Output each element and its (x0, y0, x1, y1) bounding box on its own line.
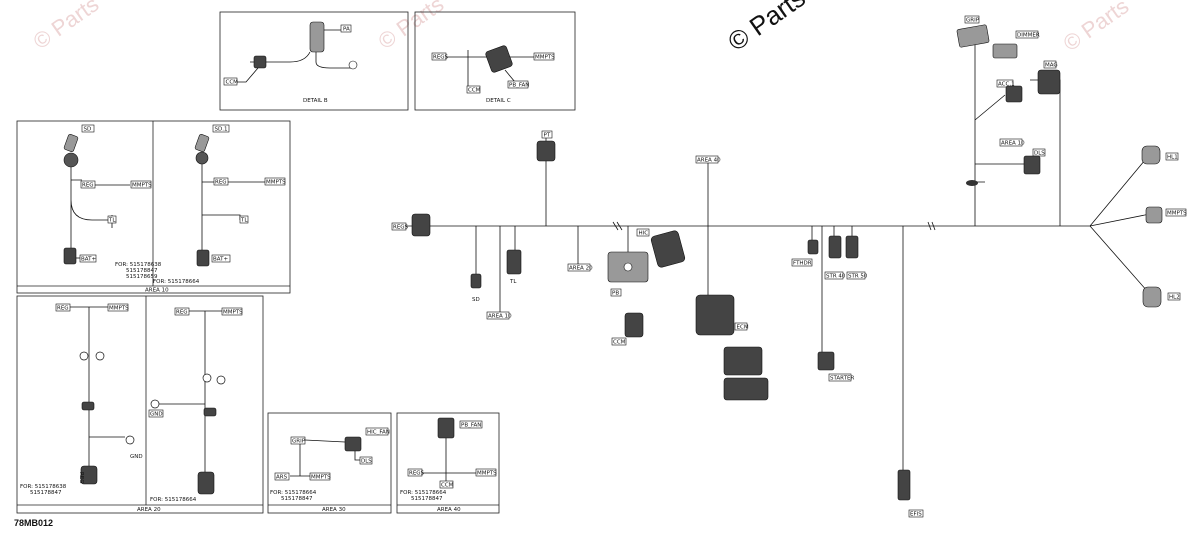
label-dimmer: DIMMER (1017, 33, 1040, 39)
label-regs-c: REGS (433, 55, 449, 61)
area-30-title: AREA 30 (322, 507, 346, 513)
label-pa: PA (343, 27, 350, 33)
label-str40: STR 40 (826, 274, 846, 280)
label-efis: EFIS (910, 512, 922, 518)
pb-fan-connector-icon (485, 45, 513, 73)
area-40-title: AREA 40 (437, 507, 461, 513)
pa-connector-icon (309, 21, 325, 53)
label-area40-main: AREA 40 (697, 158, 721, 164)
label-ccm-a40: CCM (441, 483, 454, 489)
label-grip: GRIP (966, 18, 980, 24)
label-hl1: HL1 (1167, 155, 1178, 161)
label-mag: MAG (1045, 63, 1058, 69)
label-reg-a10l: REG (82, 183, 94, 189)
main-harness: REGS SD AREA 10 TL PT AREA 20 PB CCM H (391, 15, 1187, 518)
label-area10-main: AREA 10 (488, 314, 512, 320)
label-area20-main: AREA 20 (569, 266, 593, 272)
label-mmpts-a10l: MMPTS (132, 183, 152, 189)
label-bat-a10l: BAT+ (81, 257, 96, 263)
faded-watermark-1: © Parts (29, 0, 104, 54)
label-sd1: SD.1 (215, 127, 228, 133)
label-starter: STARTER (830, 376, 854, 382)
label-ccm-main: CCM (613, 340, 626, 346)
label-dls-a30: DLS (361, 459, 372, 465)
label-gnd-a20r: GND (150, 412, 163, 418)
note-a20-left: FOR: 515178638 (20, 484, 67, 490)
diagram-code: 78MB012 (14, 518, 54, 528)
label-tl-a10r: TL (240, 218, 248, 224)
note-a40-2: 515178847 (411, 496, 443, 502)
label-hl2: HL2 (1169, 295, 1180, 301)
note-a10-left-2: 515178847 (126, 268, 158, 274)
label-reg-a20l: REG (57, 306, 69, 312)
label-hic-fan: HIC_FAN (367, 430, 390, 436)
faded-watermark-3: © Parts (1059, 0, 1134, 56)
note-a30-2: 515178847 (281, 496, 313, 502)
label-str50: STR 50 (848, 274, 868, 280)
label-fthdr: FTHDR (793, 261, 812, 267)
label-mmpts-a30: MMPTS (311, 475, 331, 481)
label-pb-fan-c: PB_FAN (509, 83, 529, 89)
label-reg-a20r: REG (176, 310, 188, 316)
area-20-panel: REG MMPTS GND REG FOR: 515178638 5151788… (16, 295, 264, 514)
label-mmpts-c: MMPTS (535, 55, 555, 61)
label-mmpts-a20r: MMPTS (223, 310, 243, 316)
label-acc1: ACC.1 (998, 82, 1015, 88)
area-30-panel: GRIP HIC_FAN DLS ARS MMPTS FOR: 51517866… (267, 412, 392, 514)
detail-b-title: DETAIL B (303, 98, 328, 104)
label-sd: SD (84, 127, 92, 133)
label-sd-main: SD (472, 297, 480, 303)
label-regs-main: REGS (393, 225, 409, 231)
area-40-panel: PB_FAN REGS MMPTS CCM FOR: 515178664 515… (396, 412, 500, 514)
label-mmpts-a10r: MMPTS (266, 180, 286, 186)
label-pt: PT (544, 133, 551, 139)
detail-c-title: DETAIL C (486, 98, 511, 104)
label-reg-a10r: REG (215, 180, 227, 186)
note-a30: FOR: 515178664 (270, 490, 317, 496)
area-20-title: AREA 20 (137, 507, 161, 513)
label-ecm: ECM (737, 325, 749, 331)
note-a10-left: FOR: 515178638 (115, 262, 162, 268)
label-dls: DLS (1034, 151, 1045, 157)
note-a20-right: FOR: 515178664 (150, 497, 197, 503)
label-gnd-a20l: GND (130, 454, 143, 460)
label-ccm-b: CCM (226, 80, 239, 86)
label-tl-main: TL (509, 279, 517, 285)
label-mmpts-a40: MMPTS (477, 471, 497, 477)
label-bat-a10r: BAT+ (213, 257, 228, 263)
note-a10-right: FOR: 515178664 (153, 279, 200, 285)
label-mmpts-main: MMPTS (1167, 211, 1187, 217)
label-regs-a40: REGS (409, 471, 425, 477)
area-10-title: AREA 10 (145, 288, 169, 294)
label-ccm-c: CCM (468, 88, 481, 94)
faded-watermark-2: © Parts (374, 0, 449, 54)
label-pb-fan-a40: PB_FAN (461, 423, 481, 429)
label-ars: ARS (276, 475, 288, 481)
label-reg-a20l-b: REG (78, 472, 84, 484)
area-10-panel: SD REG MMPTS TL BAT+ FOR: 515178638 5151… (16, 120, 291, 294)
label-tl-a10l: TL (108, 218, 116, 224)
label-hic: HIC (639, 231, 649, 237)
ccm-connector-icon (253, 55, 267, 69)
note-a40: FOR: 515178664 (400, 490, 447, 496)
detail-b: PA CCM DETAIL B (219, 11, 409, 111)
label-pb: PB (612, 291, 619, 297)
label-area10-top: AREA 10 (1001, 141, 1025, 147)
note-a20-left-2: 515178847 (30, 490, 62, 496)
label-grip-a30: GRIP (292, 439, 306, 445)
detail-c: REGS MMPTS PB_FAN CCM DETAIL C (414, 11, 576, 111)
label-mmpts-a20l: MMPTS (109, 306, 129, 312)
note-a10-left-3: 515178659 (126, 274, 158, 280)
watermark: © Parts (722, 0, 811, 57)
